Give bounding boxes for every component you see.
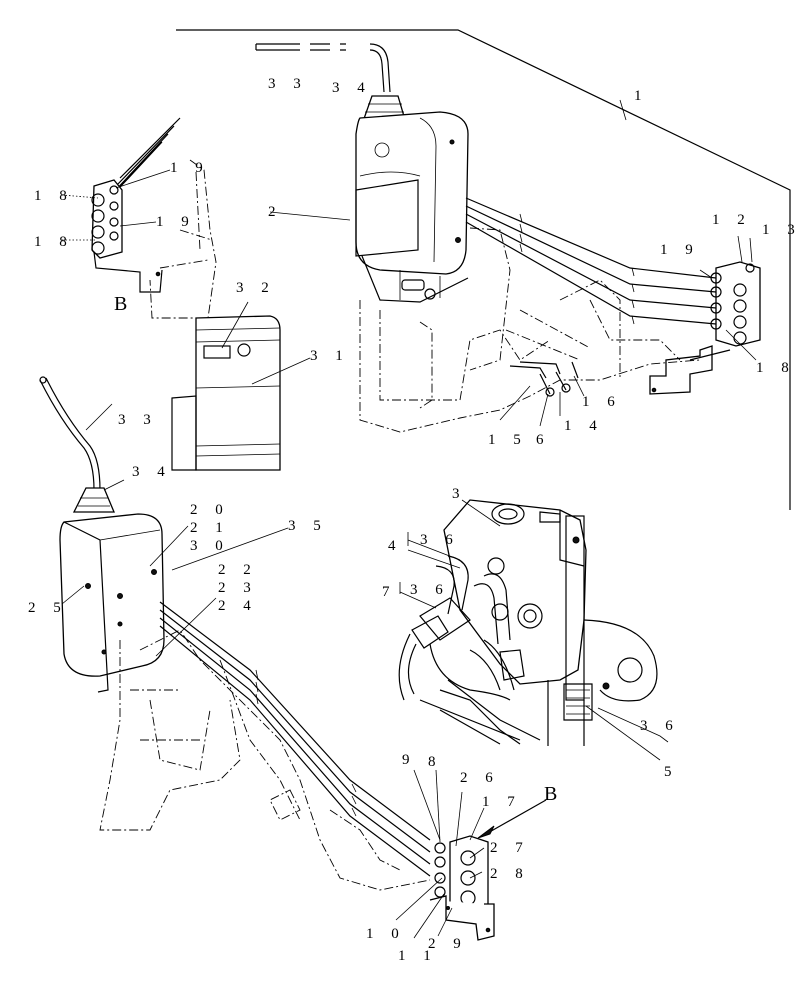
callout-B1: B xyxy=(114,293,127,315)
callout-33a: 3 3 xyxy=(268,76,308,92)
callout-23: 2 3 xyxy=(218,580,258,596)
callout-18a: 1 8 xyxy=(34,188,74,204)
callout-34b: 3 4 xyxy=(132,464,172,480)
callout-30: 3 0 xyxy=(190,538,230,554)
callout-8: 8 xyxy=(428,754,443,770)
callout-28: 2 8 xyxy=(490,866,530,882)
callout-12: 1 2 xyxy=(712,212,752,228)
callout-B2: B xyxy=(544,783,557,805)
callout-1: 1 xyxy=(634,88,649,104)
callout-13: 1 3 xyxy=(762,222,802,238)
callout-6: 6 xyxy=(536,432,551,448)
callout-32: 3 2 xyxy=(236,280,276,296)
callout-11: 1 1 xyxy=(398,948,438,964)
callout-36c: 3 6 xyxy=(640,718,680,734)
callout-2: 2 xyxy=(268,204,283,220)
callout-18b: 1 8 xyxy=(34,234,74,250)
bottom-assembly xyxy=(39,376,547,941)
callout-5: 5 xyxy=(664,764,679,780)
assembly-frame-line xyxy=(176,29,791,510)
callout-22: 2 2 xyxy=(218,562,258,578)
callout-17: 1 7 xyxy=(482,794,522,810)
callout-27: 2 7 xyxy=(490,840,530,856)
callout-33b: 3 3 xyxy=(118,412,158,428)
callout-31: 3 1 xyxy=(310,348,350,364)
callout-19a: 1 9 xyxy=(170,160,210,176)
callout-24: 2 4 xyxy=(218,598,258,614)
detail-b-inset xyxy=(61,117,217,319)
callout-20: 2 0 xyxy=(190,502,230,518)
callout-29: 2 9 xyxy=(428,936,468,952)
callout-21: 2 1 xyxy=(190,520,230,536)
callout-15: 1 5 xyxy=(488,432,528,448)
callout-3: 3 xyxy=(452,486,467,502)
controller-cover xyxy=(171,301,311,471)
callout-19b: 1 9 xyxy=(156,214,196,230)
callout-26: 2 6 xyxy=(460,770,500,786)
callout-9: 9 xyxy=(402,752,417,768)
part-callouts: 3 3 3 4 1 2 1 2 1 3 1 9 1 8 1 9 1 8 1 9 1 8 B 3 2 3 1 1… xyxy=(28,76,802,964)
callout-4: 4 xyxy=(388,538,403,554)
callout-36b: 3 6 xyxy=(410,582,450,598)
callout-36a: 3 6 xyxy=(420,532,460,548)
top-assembly xyxy=(255,43,761,433)
callout-7: 7 xyxy=(382,584,397,600)
callout-14: 1 4 xyxy=(564,418,604,434)
callout-18c: 1 8 xyxy=(756,360,796,376)
callout-34a: 3 4 xyxy=(332,80,372,96)
callout-19c: 1 9 xyxy=(660,242,700,258)
callout-16: 1 6 xyxy=(582,394,622,410)
callout-25: 2 5 xyxy=(28,600,68,616)
callout-10: 1 0 xyxy=(366,926,406,942)
callout-35: 3 5 xyxy=(288,518,328,534)
valve-detail xyxy=(398,499,669,761)
